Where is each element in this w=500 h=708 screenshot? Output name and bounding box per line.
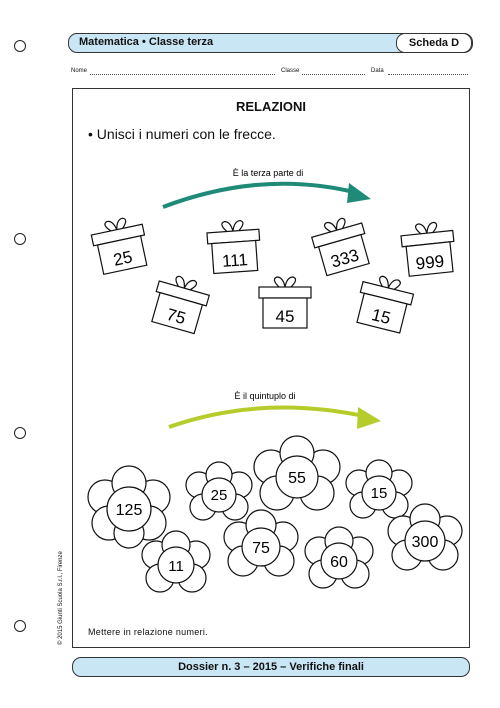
gift-number: 45: [276, 307, 295, 326]
gift-box[interactable]: 25: [89, 214, 150, 276]
flower-number: 60: [330, 554, 348, 571]
flower-number: 300: [412, 534, 439, 551]
gift-box[interactable]: 15: [353, 272, 416, 334]
gift-number: 25: [112, 247, 134, 270]
relation1-arrow: [162, 181, 359, 209]
class-field[interactable]: [302, 74, 365, 75]
gift-box[interactable]: 111: [206, 219, 261, 275]
flower-number: 55: [288, 470, 306, 487]
flower[interactable]: 25: [185, 461, 253, 521]
flower[interactable]: 55: [253, 435, 341, 511]
gift-number: 999: [415, 252, 445, 274]
date-field[interactable]: [388, 74, 468, 75]
name-field[interactable]: [90, 74, 275, 75]
date-label: Data: [371, 68, 384, 74]
flower[interactable]: 11: [141, 530, 211, 593]
name-label: Nome: [71, 68, 88, 74]
binder-hole: [14, 233, 26, 245]
footer-bar: Dossier n. 3 – 2015 – Verifiche finali: [72, 657, 470, 677]
gift-box[interactable]: 333: [309, 213, 373, 277]
gift-number: 75: [164, 305, 187, 328]
flower[interactable]: 300: [387, 503, 463, 571]
flower[interactable]: 75: [223, 509, 299, 577]
relation2-label: È il quintuplo di: [234, 391, 295, 401]
flower-number: 11: [168, 558, 184, 575]
copyright-text: © 2015 Giunti Scuola S.r.l., Firenze: [58, 551, 64, 645]
subject-label: Matematica • Classe terza: [79, 36, 214, 48]
binder-hole: [14, 620, 26, 632]
sheet-tag: Scheda D: [396, 33, 472, 53]
class-label: Classe: [281, 68, 300, 74]
bottom-note: Mettere in relazione numeri.: [88, 627, 208, 637]
gift-box[interactable]: 45: [258, 276, 312, 329]
flower-number: 125: [116, 502, 143, 519]
relation2-arrow: [168, 405, 369, 429]
exercise-sheet: RELAZIONI • Unisci i numeri con le frecc…: [72, 88, 470, 648]
gift-box[interactable]: 999: [400, 221, 457, 277]
relation1-label: È la terza parte di: [233, 168, 304, 178]
flower-number: 25: [211, 487, 228, 504]
exercise-illustrations: È la terza parte di 25 111 333 999: [87, 168, 463, 593]
relation2-arrowhead: [357, 407, 381, 429]
page-title: RELAZIONI: [235, 99, 307, 114]
gift-number: 111: [221, 250, 248, 271]
instruction: • Unisci i numeri con le frecce.: [88, 126, 276, 142]
flower[interactable]: 15: [345, 459, 413, 519]
gift-box[interactable]: 75: [148, 271, 212, 335]
flower[interactable]: 125: [87, 465, 171, 549]
header-bar: Matematica • Classe terza Scheda D: [68, 33, 473, 53]
gift-number: 15: [370, 305, 393, 328]
flower-number: 75: [252, 540, 270, 557]
relation1-arrowhead: [347, 183, 371, 203]
binder-hole: [14, 427, 26, 439]
flower[interactable]: 60: [304, 526, 374, 589]
binder-hole: [14, 40, 26, 52]
flower-number: 15: [371, 485, 388, 502]
